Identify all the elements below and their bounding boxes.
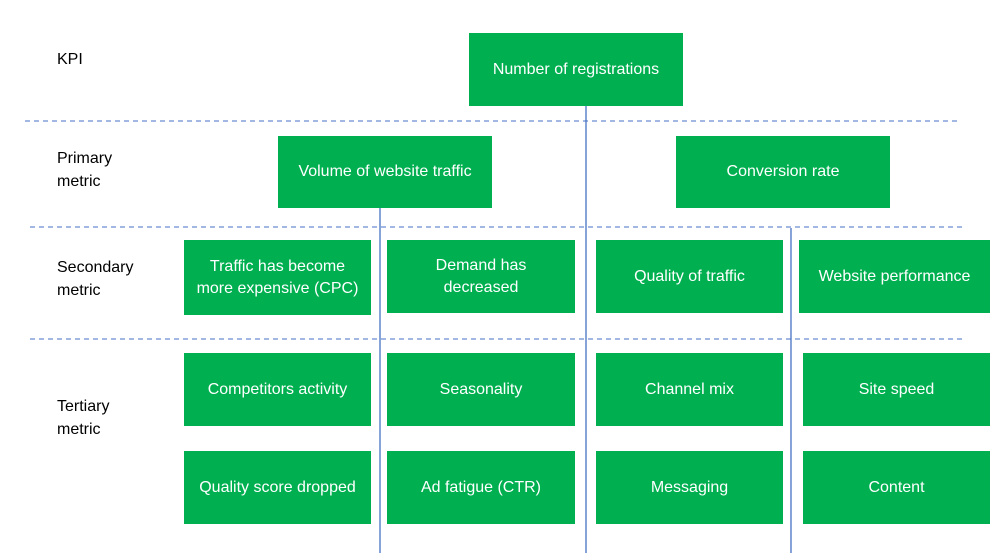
tertiary-box-competitors: Competitors activity <box>184 353 371 426</box>
row-label-secondary: Secondary metric <box>57 259 134 299</box>
tertiary-box-channel-mix: Channel mix <box>596 353 783 426</box>
tertiary-box-quality-score: Quality score dropped <box>184 451 371 524</box>
secondary-box-performance: Website performance <box>799 240 990 313</box>
tertiary-box-ad-fatigue: Ad fatigue (CTR) <box>387 451 575 524</box>
primary-box-conversion: Conversion rate <box>676 136 890 208</box>
secondary-box-quality: Quality of traffic <box>596 240 783 313</box>
row-label-tertiary: Tertiary metric <box>57 398 110 438</box>
primary-box-traffic: Volume of website traffic <box>278 136 492 208</box>
tertiary-box-content: Content <box>803 451 990 524</box>
row-label-kpi: KPI <box>57 51 83 68</box>
secondary-box-cpc: Traffic has become more expensive (CPC) <box>184 240 371 315</box>
tertiary-box-seasonality: Seasonality <box>387 353 575 426</box>
secondary-box-demand: Demand has decreased <box>387 240 575 313</box>
row-label-primary: Primary metric <box>57 150 113 190</box>
tertiary-box-site-speed: Site speed <box>803 353 990 426</box>
kpi-box: Number of registrations <box>469 33 683 106</box>
tertiary-box-messaging: Messaging <box>596 451 783 524</box>
